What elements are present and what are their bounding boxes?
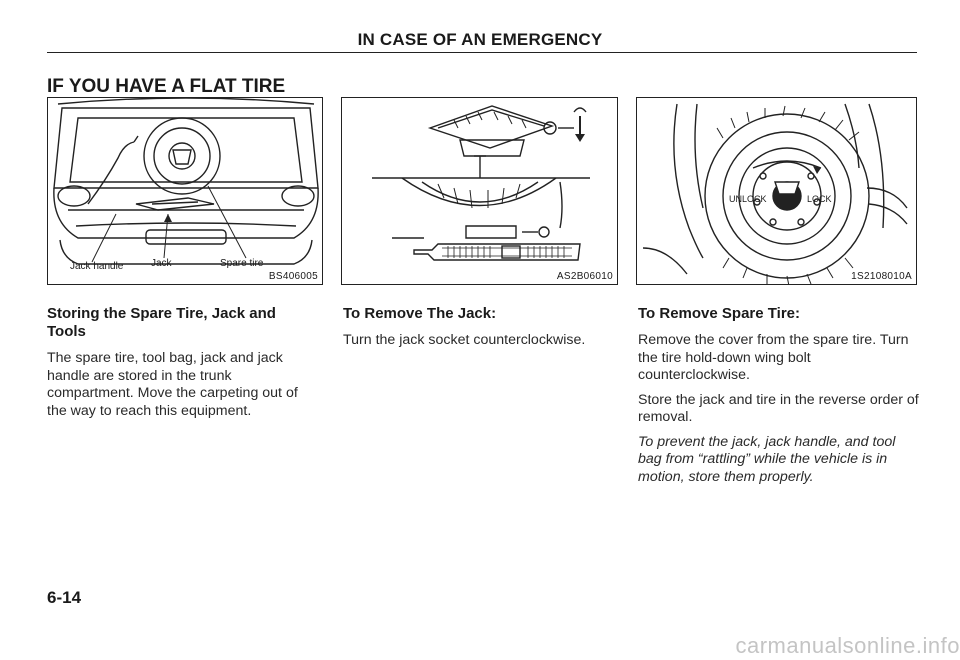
column-remove-jack: To Remove The Jack: Turn the jack socket… — [343, 305, 618, 357]
figure-code: BS406005 — [268, 271, 318, 282]
header-rule — [47, 52, 917, 53]
column-paragraph: The spare tire, tool bag, jack and jack … — [47, 350, 298, 419]
column-paragraph: Turn the jack socket counterclockwise. — [343, 332, 586, 348]
figure-code: AS2B06010 — [556, 271, 613, 282]
column-paragraph: Remove the cover from the spare tire. Tu… — [638, 332, 909, 383]
figure-spare-tire-illustration: UNLOCK LOCK 1S2108010A — [636, 97, 917, 285]
column-heading: To Remove The Jack: — [343, 305, 497, 322]
column-storing: Storing the Spare Tire, Jack and Tools T… — [47, 305, 315, 427]
page-header-title: IN CASE OF AN EMERGENCY — [357, 30, 603, 49]
column-remove-spare: To Remove Spare Tire: Remove the cover f… — [638, 305, 920, 493]
watermark: carmanualsonline.info — [735, 633, 960, 658]
column-heading: To Remove Spare Tire: — [638, 305, 800, 322]
column-paragraph: Store the jack and tire in the reverse o… — [638, 391, 919, 426]
page-number: 6-14 — [47, 588, 82, 607]
unlock-label: UNLOCK — [729, 194, 767, 204]
callout-spare-tire: Spare tire — [220, 258, 264, 269]
figure-jack-illustration: AS2B06010 — [341, 97, 618, 285]
section-title: IF YOU HAVE A FLAT TIRE — [47, 76, 286, 97]
figure-code: 1S2108010A — [851, 271, 912, 282]
column-note: To prevent the jack, jack handle, and to… — [638, 433, 896, 485]
callout-jack: Jack — [151, 258, 172, 269]
jack-drawing — [372, 105, 590, 261]
column-heading: Storing the Spare Tire, Jack and Tools — [47, 305, 276, 340]
callout-jack-handle: Jack handle — [70, 261, 124, 272]
spare-tire-drawing — [642, 103, 908, 284]
figure-trunk-illustration: Jack handle Jack Spare tire BS406005 — [47, 97, 323, 285]
lock-label: LOCK — [807, 194, 832, 204]
trunk-drawing — [53, 98, 319, 265]
